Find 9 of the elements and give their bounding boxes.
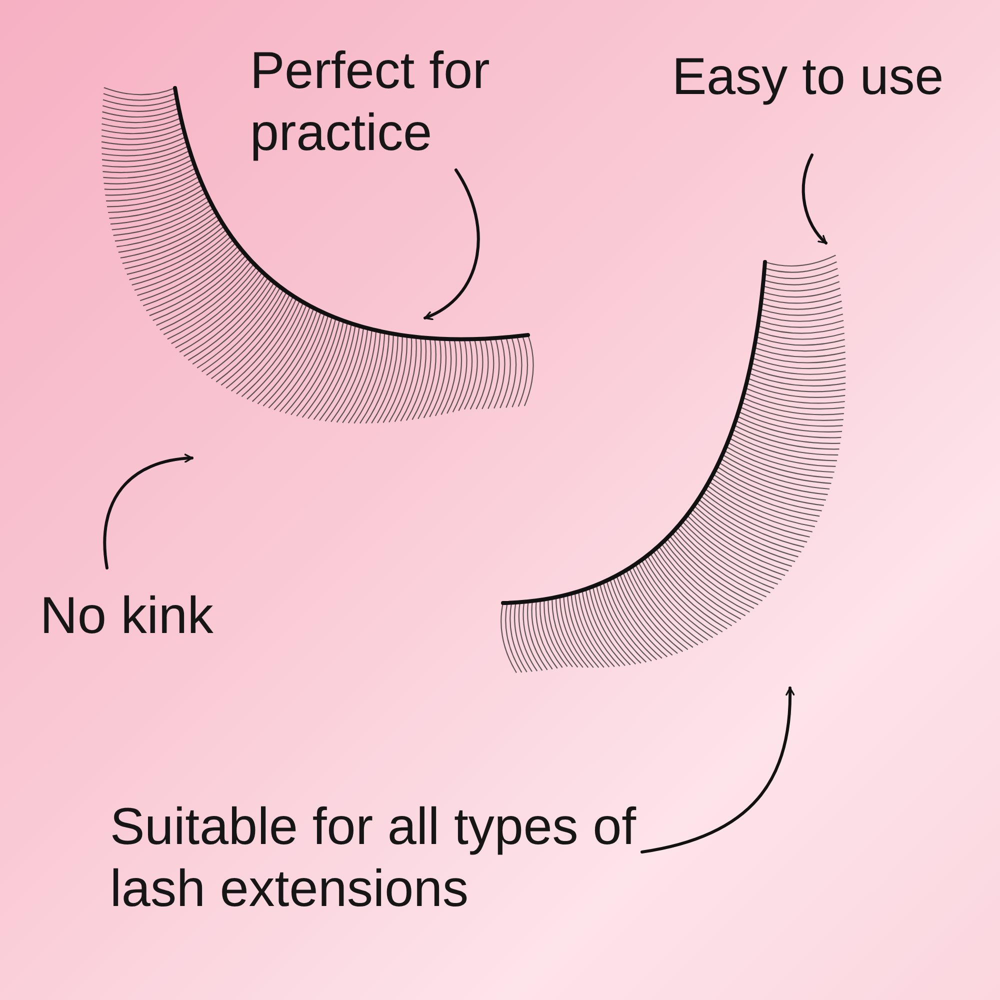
eyelash-strip-drawing: [500, 254, 846, 673]
curved-arrow: [640, 686, 794, 854]
curved-arrow: [103, 454, 194, 570]
callout-text: Suitable for all types of lash extensions: [110, 796, 670, 920]
curved-arrow: [424, 168, 480, 320]
callout-text: Perfect for practice: [250, 40, 540, 164]
callout-text: No kink: [40, 585, 260, 647]
callout-text: Easy to use: [672, 46, 972, 108]
curved-arrow: [802, 154, 828, 244]
